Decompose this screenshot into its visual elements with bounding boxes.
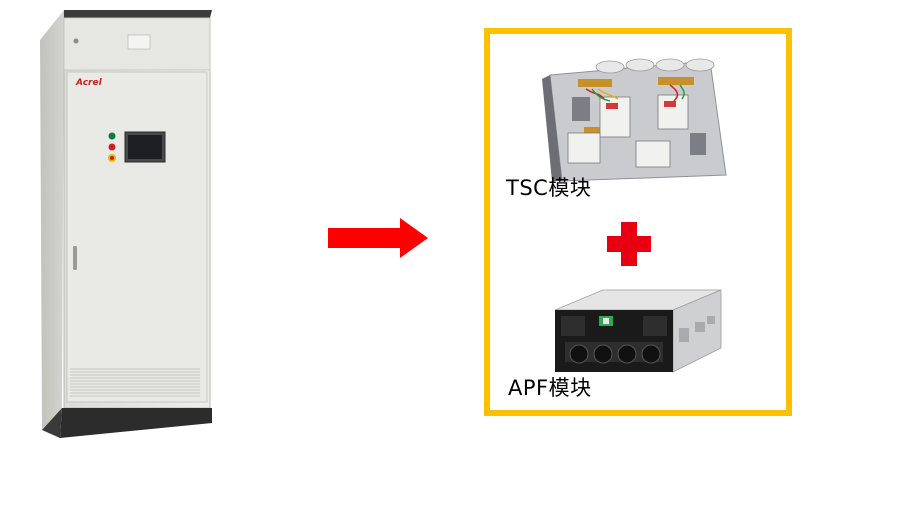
cabinet-image: Acrel [40,10,212,438]
plus-icon [607,222,651,266]
tsc-module-label: TSC模块 [506,176,592,200]
right-arrow-icon [328,218,428,258]
tsc-module-image [542,58,727,182]
apf-module-label: APF模块 [508,376,592,400]
cabinet-logo: Acrel [75,78,103,88]
module-frame [484,28,792,416]
apf-module-image [555,289,722,373]
